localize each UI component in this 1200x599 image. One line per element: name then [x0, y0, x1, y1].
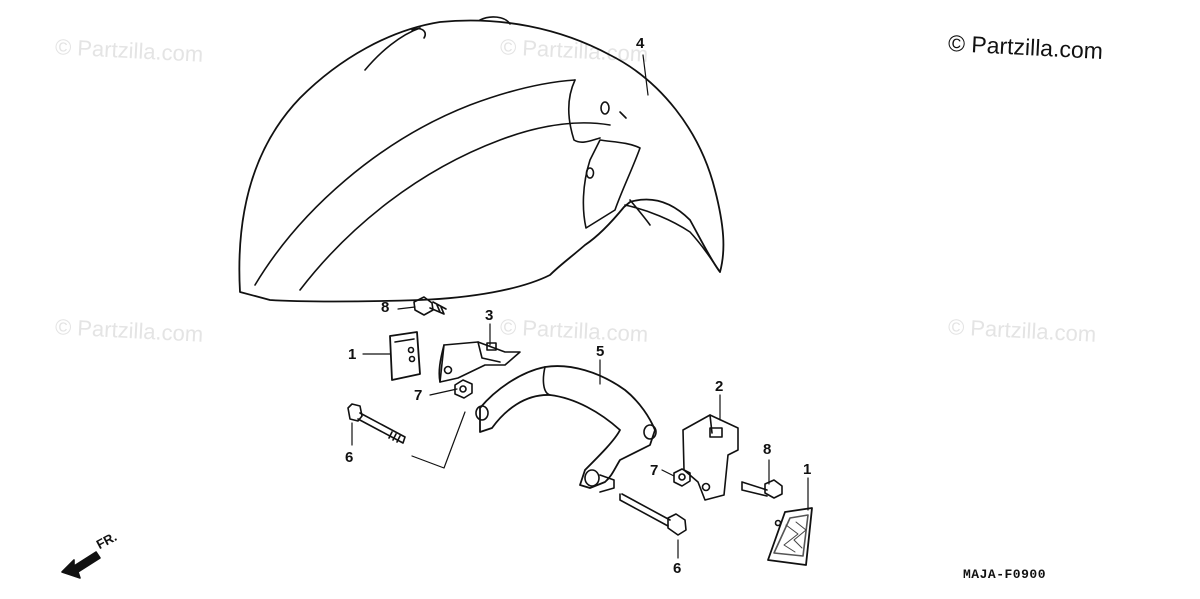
callout-7: 7 [650, 462, 659, 479]
front-fender-part [238, 16, 725, 303]
callout-8: 8 [763, 441, 772, 458]
callout-6: 6 [345, 449, 354, 466]
callout-5: 5 [596, 343, 605, 360]
bolt-part [413, 296, 447, 316]
bracket-part [682, 414, 739, 501]
callout-1: 1 [803, 461, 812, 478]
reflector-part [767, 507, 813, 566]
callout-6: 6 [673, 560, 682, 577]
reflector-part [389, 331, 421, 381]
callout-7: 7 [414, 387, 423, 404]
long-bolt-part [619, 493, 687, 536]
long-bolt-part [347, 403, 406, 444]
callout-2: 2 [715, 378, 724, 395]
bracket-part [438, 341, 521, 383]
leader-lines [351, 54, 809, 559]
callout-3: 3 [485, 307, 494, 324]
nut-part [454, 379, 473, 399]
callout-8: 8 [381, 299, 390, 316]
callout-4: 4 [636, 35, 645, 52]
front-direction-arrow [61, 551, 101, 579]
nut-part [673, 468, 691, 487]
fender-stay-part [475, 365, 657, 493]
diagram-code: MAJA-F0900 [963, 567, 1047, 582]
callout-1: 1 [348, 346, 357, 363]
bolt-part [741, 479, 783, 499]
